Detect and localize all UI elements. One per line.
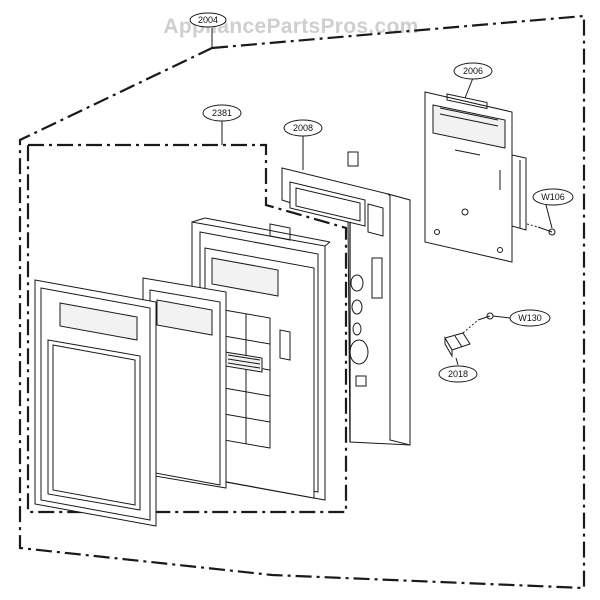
svg-text:2006: 2006	[463, 66, 483, 76]
part-membrane-sheet	[142, 277, 227, 489]
svg-text:W106: W106	[541, 192, 565, 202]
callout-2004: 2004	[189, 12, 227, 28]
part-front-panel	[34, 279, 157, 527]
callout-w106: W106	[532, 188, 574, 206]
part-2006-control-board	[424, 91, 527, 263]
part-2018-connector	[444, 319, 479, 358]
part-w106-screw	[526, 223, 556, 236]
svg-text:2004: 2004	[198, 15, 218, 25]
watermark-text: AppliancePartsPros.com	[163, 15, 418, 38]
callout-2381: 2381	[202, 104, 242, 122]
subassembly-boundary-2381	[26, 143, 348, 514]
svg-text:2381: 2381	[212, 108, 232, 118]
ribbon-cable	[224, 351, 263, 373]
callout-w130: W130	[509, 309, 551, 327]
callout-2008: 2008	[283, 119, 323, 137]
part-w130-screw	[477, 312, 494, 321]
svg-text:2008: 2008	[293, 123, 313, 133]
assembly-boundary-2004	[18, 14, 586, 590]
callout-2018: 2018	[438, 365, 478, 383]
callout-2006: 2006	[453, 62, 493, 80]
svg-text:W130: W130	[518, 313, 542, 323]
svg-text:2018: 2018	[448, 369, 468, 379]
leader-lines	[211, 28, 553, 366]
part-2008-control-housing	[281, 151, 411, 446]
